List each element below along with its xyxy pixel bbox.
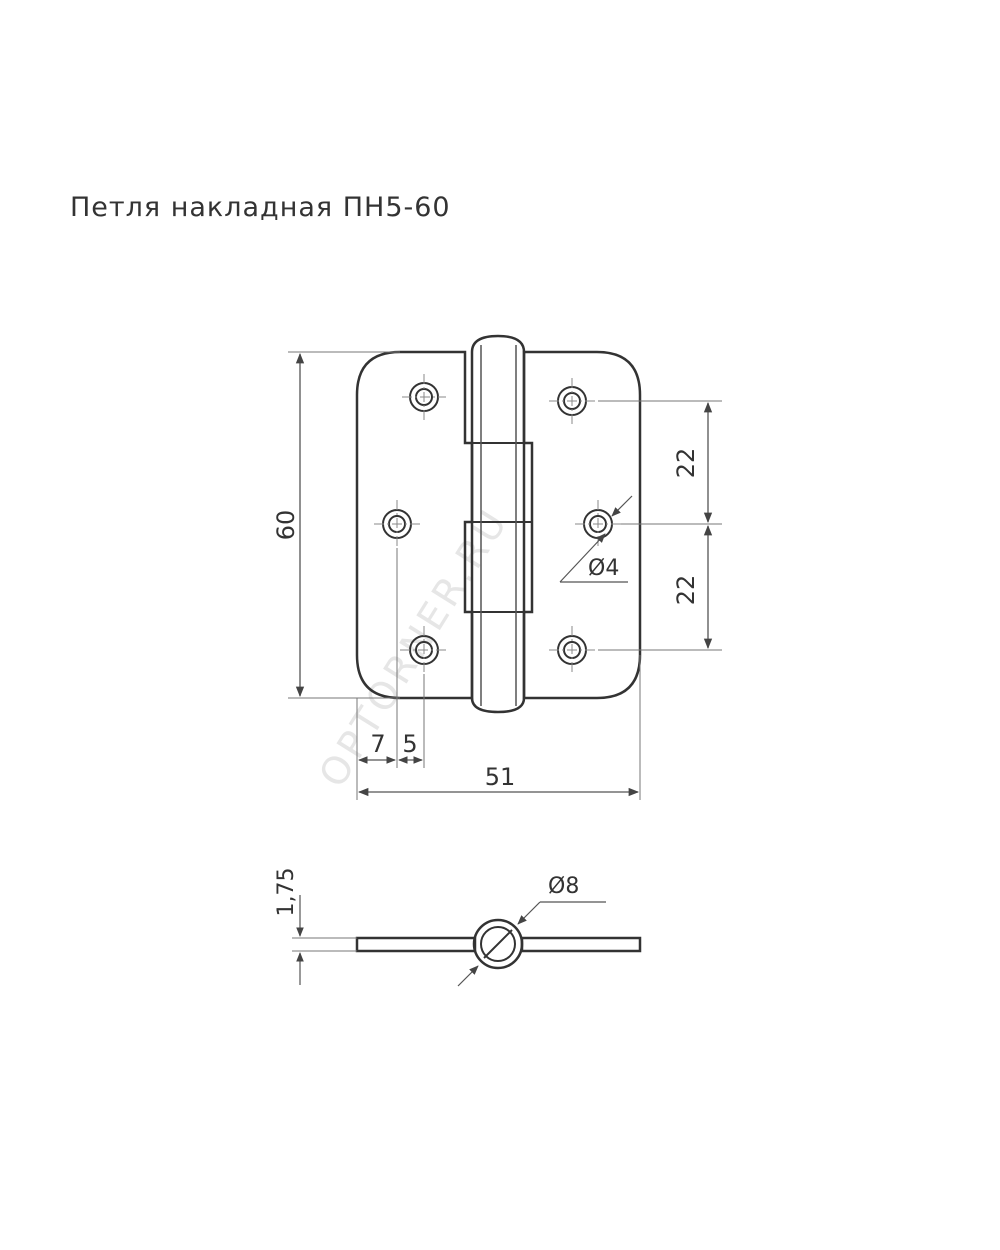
dim-thickness: 1,75 [274, 868, 299, 917]
dim-offset-a: 7 [370, 730, 385, 758]
dim-hole-spacing-top: 22 [672, 448, 700, 479]
dim-hole-spacing-bottom: 22 [672, 575, 700, 606]
dim-knuckle-diameter: Ø8 [548, 874, 579, 899]
dim-height-label: 60 [272, 510, 300, 541]
hinge-knuckle [470, 334, 526, 714]
dim-width-label: 51 [485, 763, 516, 791]
drawing-title: Петля накладная ПН5-60 [70, 192, 451, 223]
dim-offset-b: 5 [402, 730, 417, 758]
hinge-side-view [355, 918, 642, 970]
dim-hole-diameter: Ø4 [588, 556, 619, 581]
hinge-right-leaf [522, 350, 642, 700]
